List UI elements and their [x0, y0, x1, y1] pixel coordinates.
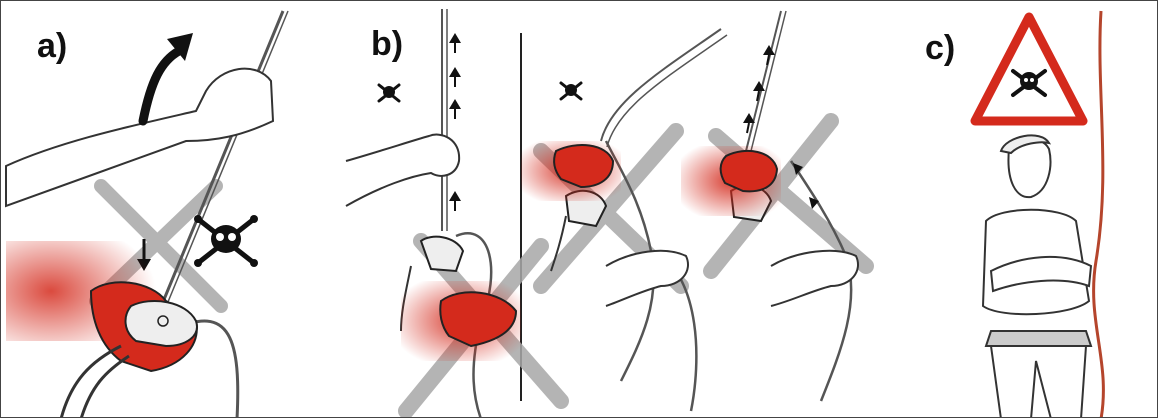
rope-c: [1094, 11, 1104, 418]
warning-triangle-icon: [975, 17, 1083, 121]
climber-figure: [983, 135, 1091, 418]
